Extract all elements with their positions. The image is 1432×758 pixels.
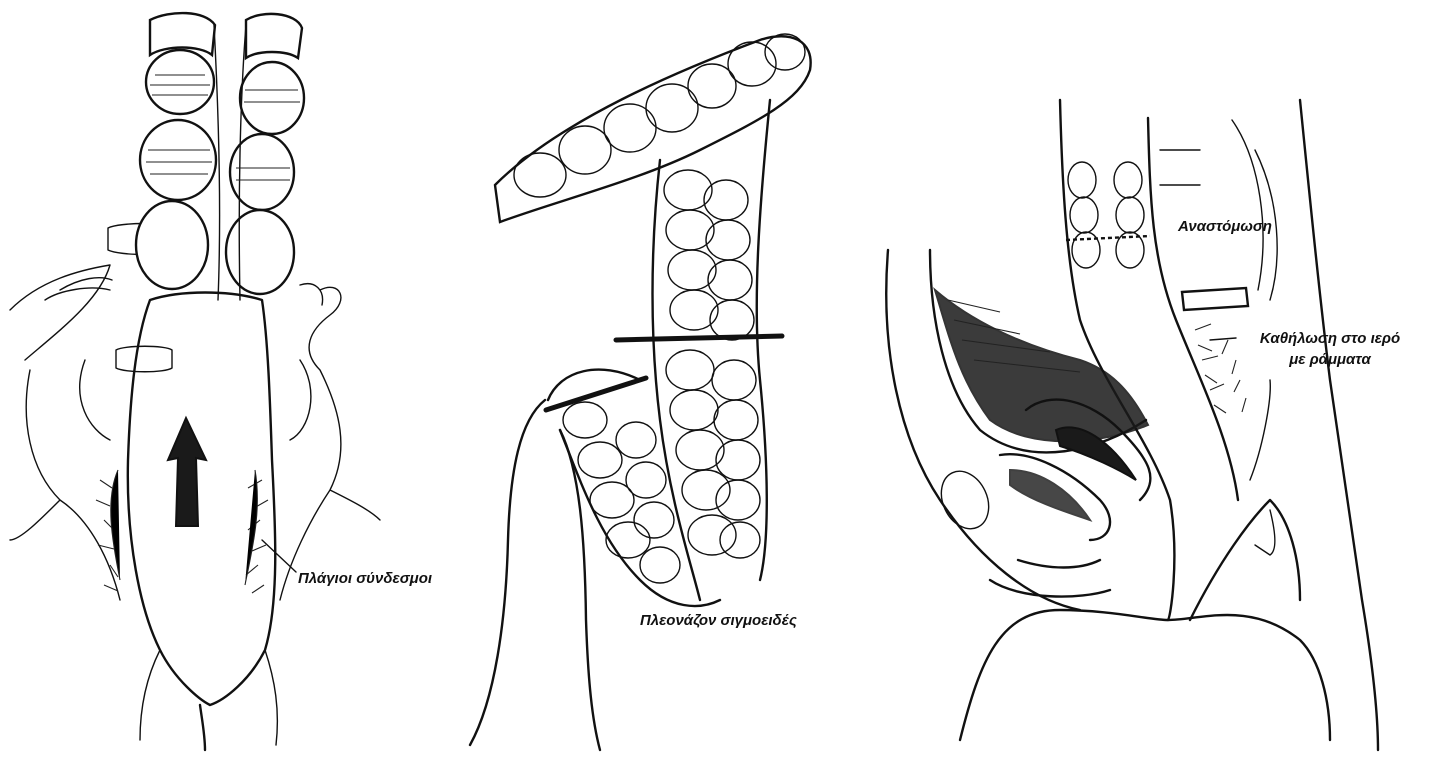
colon-left-column <box>136 13 216 289</box>
up-arrow-icon <box>168 418 206 526</box>
label-anastomosis: Αναστόμωση <box>1178 218 1272 235</box>
label-redundant-sigmoid: Πλεονάζον σιγμοειδές <box>640 612 797 629</box>
label-sacral-fixation-line1: Καθήλωση στο ιερό <box>1232 328 1428 349</box>
panel-lateral-ligaments-drawing <box>10 13 380 750</box>
label-sacral-fixation: Καθήλωση στο ιερό με ράμματα <box>1232 328 1428 370</box>
panel-anastomosis-drawing <box>886 100 1378 750</box>
colon-right-column <box>226 14 304 294</box>
label-sacral-fixation-line2: με ράμματα <box>1232 349 1428 370</box>
panel-redundant-sigmoid-drawing <box>470 34 811 750</box>
label-lateral-ligaments: Πλάγιοι σύνδεσμοι <box>298 570 432 587</box>
